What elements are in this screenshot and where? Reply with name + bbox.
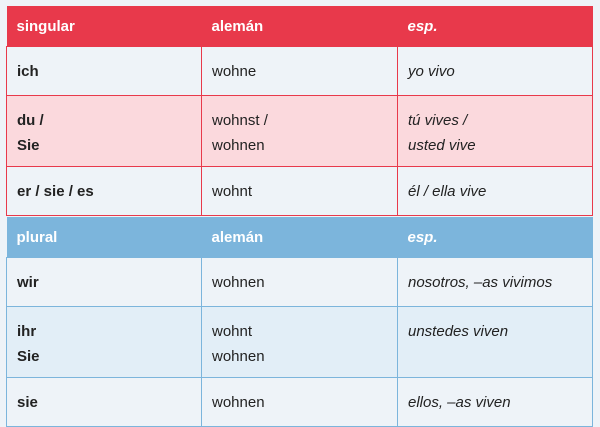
pronoun-cell: du / Sie xyxy=(6,95,202,167)
german-text: wohnen xyxy=(212,274,265,291)
header-german: alemán xyxy=(201,217,398,258)
pronoun-text: Sie xyxy=(17,137,40,154)
pronoun-text: ich xyxy=(17,63,39,80)
header-plural: plural xyxy=(6,217,202,258)
plural-conjugation-table: plural alemán esp. wir wohnen nosotros, … xyxy=(6,217,593,427)
pronoun-text: er / sie / es xyxy=(17,183,94,200)
singular-header-row: singular alemán esp. xyxy=(6,6,593,47)
spanish-cell: unstedes viven xyxy=(397,306,593,378)
german-cell: wohnst / wohnen xyxy=(201,95,398,167)
pronoun-cell: wir xyxy=(6,257,202,307)
german-text: wohnt xyxy=(212,183,253,200)
german-text: wohne xyxy=(212,63,257,80)
spanish-text: él / ella vive xyxy=(408,183,487,200)
spanish-text: yo vivo xyxy=(408,63,455,80)
header-spanish: esp. xyxy=(397,217,593,258)
pronoun-text: wir xyxy=(17,274,39,291)
table-row: du / Sie wohnst / wohnen tú vives / uste… xyxy=(6,95,593,167)
spanish-text: tú vives / xyxy=(408,112,468,129)
spanish-cell: tú vives / usted vive xyxy=(397,95,593,167)
table-row: er / sie / es wohnt él / ella vive xyxy=(6,166,593,216)
pronoun-cell: er / sie / es xyxy=(6,166,202,216)
german-text: wohnen xyxy=(212,348,265,365)
spanish-cell: yo vivo xyxy=(397,46,593,96)
table-row: ich wohne yo vivo xyxy=(6,46,593,96)
spanish-text: usted vive xyxy=(408,137,476,154)
table-row: ihr Sie wohnt wohnen unstedes viven xyxy=(6,306,593,378)
german-cell: wohnt wohnen xyxy=(201,306,398,378)
pronoun-text: Sie xyxy=(17,348,40,365)
german-cell: wohnen xyxy=(201,257,398,307)
pronoun-text: du / xyxy=(17,112,44,129)
pronoun-cell: ihr Sie xyxy=(6,306,202,378)
singular-conjugation-table: singular alemán esp. ich wohne yo vivo d… xyxy=(6,6,593,216)
plural-header-row: plural alemán esp. xyxy=(6,217,593,258)
spanish-cell: él / ella vive xyxy=(397,166,593,216)
german-text: wohnen xyxy=(212,394,265,411)
pronoun-cell: sie xyxy=(6,377,202,427)
spanish-text: ellos, –as viven xyxy=(408,394,511,411)
table-row: sie wohnen ellos, –as viven xyxy=(6,377,593,427)
pronoun-cell: ich xyxy=(6,46,202,96)
table-row: wir wohnen nosotros, –as vivimos xyxy=(6,257,593,307)
spanish-cell: ellos, –as viven xyxy=(397,377,593,427)
spanish-cell: nosotros, –as vivimos xyxy=(397,257,593,307)
header-singular: singular xyxy=(6,6,202,47)
german-cell: wohne xyxy=(201,46,398,96)
pronoun-text: ihr xyxy=(17,323,37,340)
german-cell: wohnt xyxy=(201,166,398,216)
spanish-text: unstedes viven xyxy=(408,323,509,340)
header-spanish: esp. xyxy=(397,6,593,47)
pronoun-text: sie xyxy=(17,394,38,411)
german-text: wohnst / xyxy=(212,112,268,129)
spanish-text: nosotros, –as vivimos xyxy=(408,274,553,291)
german-text: wohnt xyxy=(212,323,253,340)
german-text: wohnen xyxy=(212,137,265,154)
german-cell: wohnen xyxy=(201,377,398,427)
header-german: alemán xyxy=(201,6,398,47)
